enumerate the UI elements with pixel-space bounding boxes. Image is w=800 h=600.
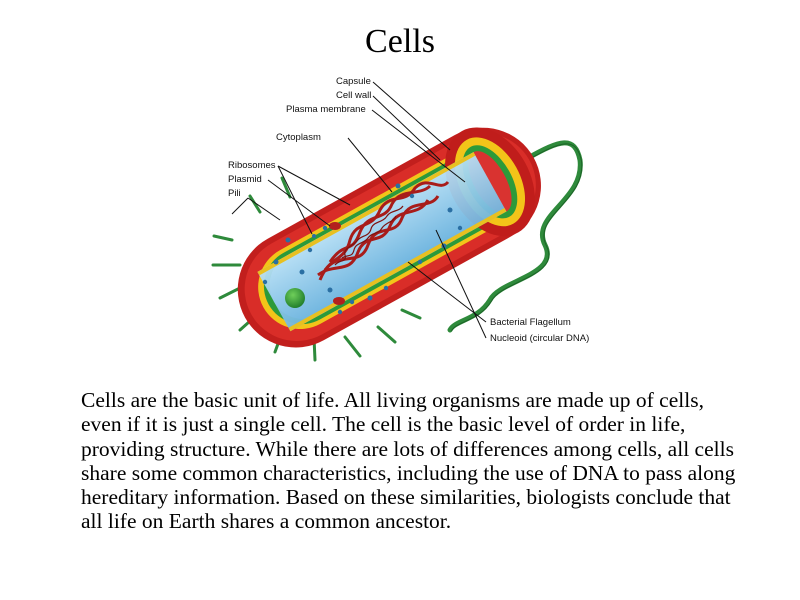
plasmid xyxy=(329,222,345,305)
label-pili: Pili xyxy=(228,188,241,199)
plasmid-granule xyxy=(285,288,305,308)
label-plasmid: Plasmid xyxy=(228,174,262,185)
label-plasma-membrane: Plasma membrane xyxy=(286,104,366,115)
label-cell-wall: Cell wall xyxy=(336,90,371,101)
slide-title: Cells xyxy=(365,23,435,60)
label-flagellum: Bacterial Flagellum xyxy=(490,317,571,328)
label-nucleoid: Nucleoid (circular DNA) xyxy=(490,333,589,344)
nucleoid xyxy=(317,180,450,281)
body-paragraph: Cells are the basic unit of life. All li… xyxy=(81,388,736,534)
label-capsule: Capsule xyxy=(336,76,371,87)
label-cytoplasm: Cytoplasm xyxy=(276,132,321,143)
label-ribosomes: Ribosomes xyxy=(228,160,276,171)
bacterial-cell-diagram: Capsule Cell wall Plasma membrane Cytopl… xyxy=(211,76,589,362)
